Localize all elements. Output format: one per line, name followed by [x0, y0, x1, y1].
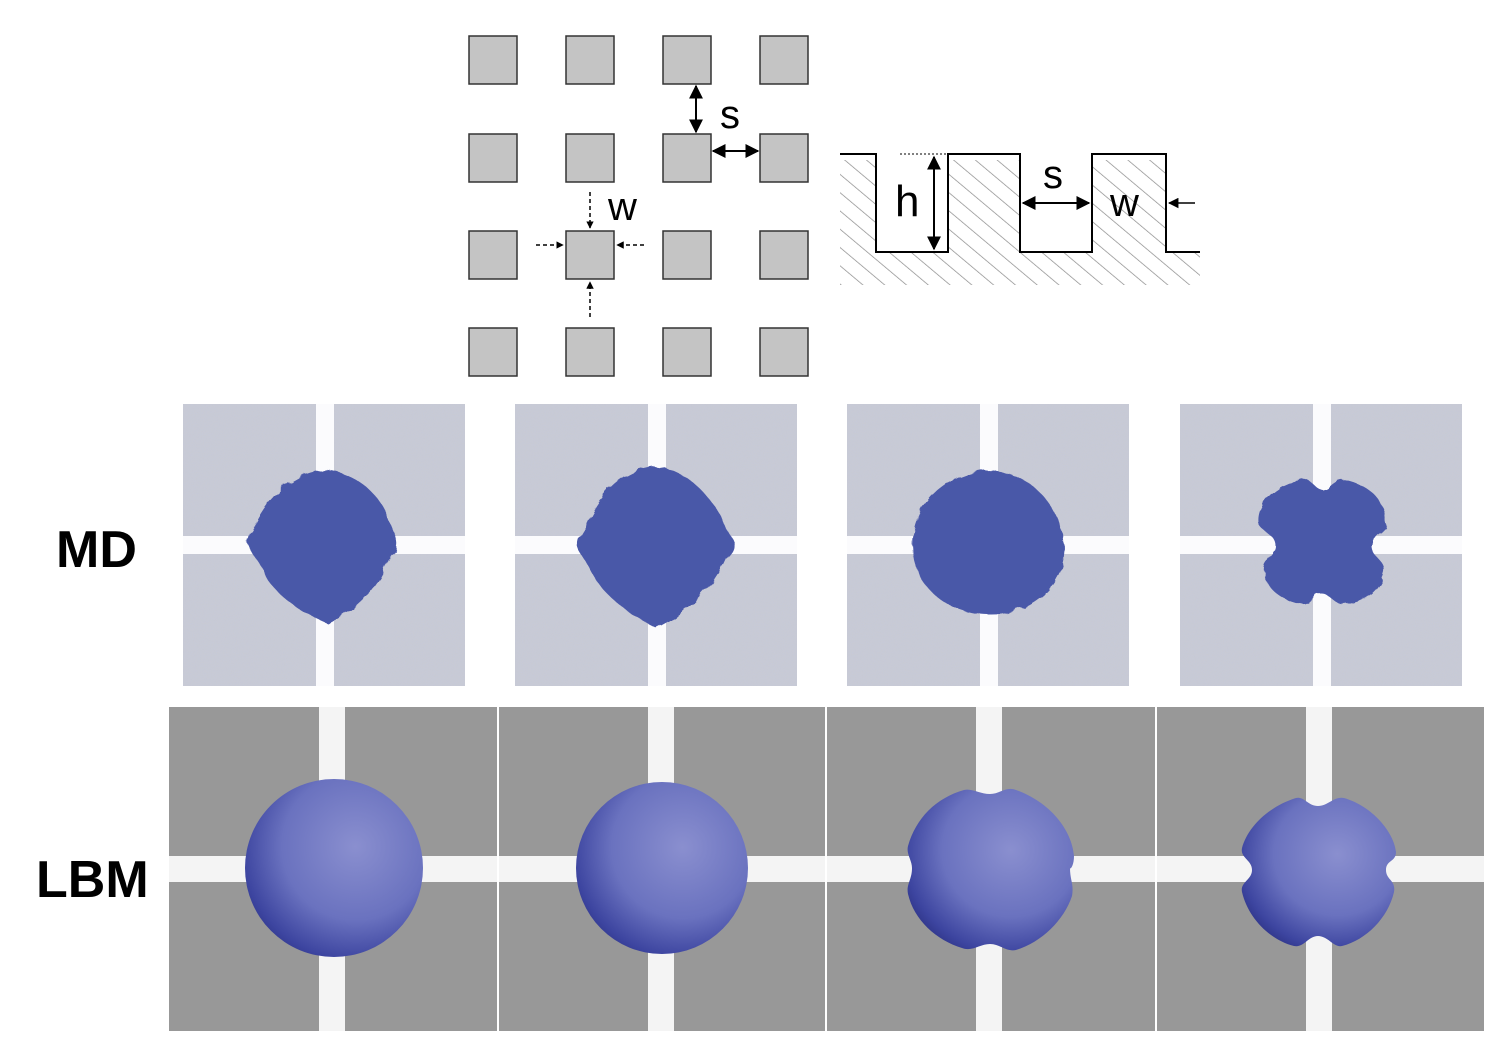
pillar: [759, 133, 809, 183]
side-width-label: w: [1109, 181, 1139, 225]
pillar: [759, 327, 809, 377]
md-droplet: [247, 470, 398, 624]
top-width-label: w: [607, 185, 637, 229]
pillar: [565, 327, 615, 377]
pillar-array-top-view: s w: [468, 35, 809, 377]
pillar: [468, 327, 518, 377]
hatch-mask: [1021, 140, 1091, 251]
pillar: [662, 35, 712, 85]
pillar-side-profile: h s w: [840, 140, 1207, 285]
lbm-panel-2: [499, 707, 825, 1031]
lbm-row-label: LBM: [36, 851, 149, 909]
pillar: [565, 133, 615, 183]
lbm-panel-4: [1157, 707, 1484, 1031]
pillar-grid: [468, 35, 809, 377]
lbm-droplet: [576, 782, 748, 954]
md-droplet: [912, 470, 1065, 615]
pillar: [662, 230, 712, 280]
pillar: [759, 35, 809, 85]
top-spacing-label: s: [720, 93, 740, 137]
pillar: [565, 35, 615, 85]
pillar: [468, 35, 518, 85]
hatch-mask: [1167, 140, 1207, 251]
pillar: [468, 230, 518, 280]
lbm-droplet: [907, 788, 1074, 951]
lbm-droplet: [245, 779, 423, 957]
pillar: [662, 133, 712, 183]
pillar: [662, 327, 712, 377]
lbm-panel-1: [169, 707, 497, 1031]
md-panel-2: [515, 404, 797, 686]
lbm-droplet: [1241, 797, 1396, 947]
md-droplet: [1257, 479, 1387, 605]
md-panel-4: [1180, 404, 1462, 686]
md-droplet: [576, 466, 734, 628]
md-row-label: MD: [56, 521, 137, 579]
side-spacing-label: s: [1043, 153, 1063, 197]
pillar: [759, 230, 809, 280]
md-panel-1: [183, 404, 465, 686]
pillar: [565, 230, 615, 280]
lbm-panel-3: [827, 707, 1155, 1031]
md-panel-3: [847, 404, 1129, 686]
profile-line: [840, 153, 1200, 253]
side-height-label: h: [895, 177, 919, 226]
pillar: [468, 133, 518, 183]
